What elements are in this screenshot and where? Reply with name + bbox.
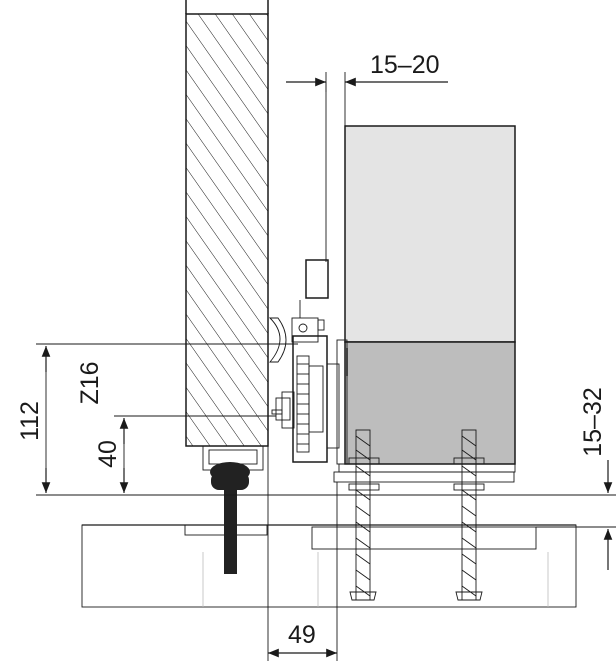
anchor-bolt-right <box>453 429 485 601</box>
dimension-offset-bottom: 49 <box>267 446 338 661</box>
dimension-adjust-range-label: 15–32 <box>579 387 607 457</box>
gate-roller <box>202 445 264 574</box>
dimension-height-total: 112 <box>16 343 616 496</box>
drive-pinion <box>281 335 328 463</box>
dimension-rack-height-label: 40 <box>94 440 122 468</box>
dimension-rack-height: 40 <box>94 415 276 493</box>
gear-rack <box>271 397 291 421</box>
concrete-foundation <box>81 524 577 608</box>
gate-leaf <box>185 0 269 447</box>
dimension-height-total-label: 112 <box>16 401 44 441</box>
limit-switch-bracket <box>268 82 329 363</box>
dimension-offset-bottom-label: 49 <box>288 621 316 649</box>
mounting-pad <box>311 526 537 550</box>
dimension-adjust-range: 15–32 <box>536 387 616 570</box>
dimension-gap-top: 15–20 <box>286 51 448 126</box>
motor-housing <box>326 125 516 483</box>
rack-module-label: Z16 <box>76 361 104 404</box>
dimension-gap-top-label: 15–20 <box>370 51 440 79</box>
